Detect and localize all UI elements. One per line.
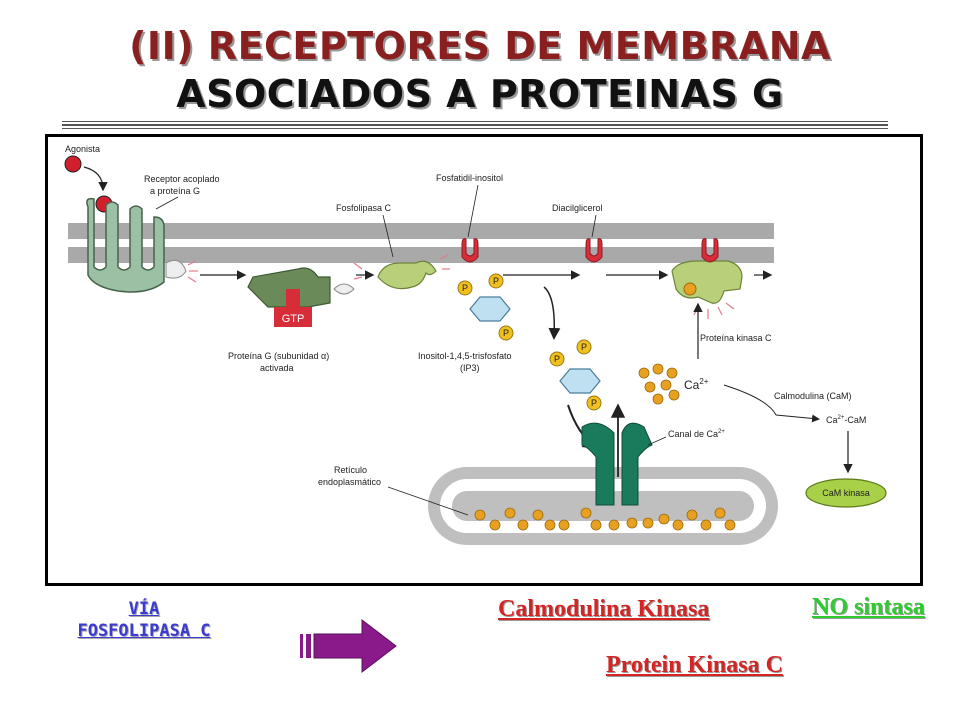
slide-title: (II) RECEPTORES DE MEMBRANA ASOCIADOS A …: [0, 22, 960, 118]
cytosolic-calcium: [638, 363, 680, 405]
pathway-diagram: Agonista Receptor acoplado a proteína G …: [45, 134, 923, 586]
via-fosfolipasa-label: VÍA FOSFOLIPASA C: [32, 598, 256, 642]
title-divider: [62, 121, 888, 122]
pathway-diagram-svg: Agonista Receptor acoplado a proteína G …: [64, 144, 887, 545]
label-fosfolipasa: Fosfolipasa C: [336, 203, 392, 213]
label-pkc: Proteína kinasa C: [700, 333, 772, 343]
phospholipase-c: [377, 260, 437, 290]
phosphate-label: P: [581, 342, 587, 352]
ip3-molecule-upper: P P P: [457, 273, 514, 341]
label-ca-cam: Ca2+-CaM: [826, 415, 866, 425]
title-line-1: (II) RECEPTORES DE MEMBRANA: [129, 24, 831, 68]
title-divider: [62, 128, 888, 129]
title-line-2: ASOCIADOS A PROTEINAS G: [176, 72, 784, 116]
label-proteina-g-2: activada: [260, 363, 294, 373]
ca-channel-right: [621, 422, 653, 506]
arrow-ca-to-cam: [775, 414, 820, 423]
pip-pointer: [467, 184, 479, 238]
label-cam-kinasa: CaM kinasa: [822, 488, 870, 498]
arrow-bar: [306, 634, 311, 658]
calmodulina-kinasa-link[interactable]: Calmodulina Kinasa: [498, 596, 710, 622]
label-calmodulina: Calmodulina (CaM): [774, 391, 852, 401]
phosphate-label: P: [503, 328, 509, 338]
g-protein: [247, 267, 331, 308]
arrow-head: [313, 618, 397, 674]
channel-pointer: [647, 436, 667, 446]
via-line-2: FOSFOLIPASA C: [77, 621, 211, 641]
protein-kinasa-c-link[interactable]: Protein Kinasa C: [606, 652, 783, 678]
plc-activation-rays: [353, 254, 450, 280]
label-reticulo-2: endoplasmático: [318, 477, 381, 487]
receptor-g-binding-site: [165, 259, 187, 279]
g-protein-site: [333, 283, 355, 295]
pkc-bound-calcium: [683, 282, 697, 296]
no-sintasa-link[interactable]: NO sintasa: [812, 594, 925, 620]
pip2-molecule: [461, 238, 479, 263]
plc-pointer: [382, 214, 394, 258]
dag-molecule: [585, 238, 603, 263]
ip3-molecule-lower: P P P: [549, 339, 602, 411]
agonist-molecule: [64, 155, 82, 173]
gtp-badge: GTP: [274, 289, 312, 327]
ca-to-cam-line: [723, 384, 777, 416]
pkc-activation-rays: [693, 302, 735, 319]
label-proteina-g-1: Proteína G (subunidad α): [228, 351, 329, 361]
er-lumen: [452, 491, 754, 521]
dag-pointer: [591, 214, 597, 238]
title-divider: [62, 124, 888, 126]
label-receptor-2: a proteína G: [150, 186, 200, 196]
phosphate-label: P: [591, 398, 597, 408]
protein-kinase-c: [671, 260, 743, 304]
label-reticulo-1: Retículo: [334, 465, 367, 475]
label-ip3-1: Inositol-1,4,5-trisfosfato: [418, 351, 512, 361]
gtp-text: GTP: [282, 313, 305, 325]
activation-rays: [187, 260, 198, 283]
pkc-bound-dag: [701, 238, 719, 263]
label-ca: Ca2+: [684, 377, 709, 392]
er-calcium-stores: [474, 507, 736, 531]
phosphate-label: P: [493, 276, 499, 286]
label-receptor-1: Receptor acoplado: [144, 174, 220, 184]
arrow-bar: [300, 634, 303, 658]
phosphate-label: P: [462, 283, 468, 293]
er-pointer: [387, 486, 469, 516]
receptor-pointer: [155, 196, 179, 210]
label-canal: Canal de Ca2+: [668, 429, 725, 439]
cam-kinase-oval: [805, 478, 887, 508]
pathway-arrow: [300, 618, 397, 674]
membrane-outer-leaflet: [68, 223, 774, 239]
agonist-binding-arrow: [83, 166, 108, 192]
label-fosfatidil: Fosfatidil-inositol: [436, 173, 503, 183]
arrow-ip3-down: [543, 286, 561, 340]
gpcr-receptor: [86, 197, 165, 293]
via-line-1: VÍA: [128, 599, 160, 619]
phosphate-label: P: [554, 354, 560, 364]
label-diacil: Diacilglicerol: [552, 203, 603, 213]
label-ip3-2: (IP3): [460, 363, 480, 373]
label-agonista: Agonista: [65, 144, 100, 154]
ca-channel-left: [581, 422, 615, 506]
